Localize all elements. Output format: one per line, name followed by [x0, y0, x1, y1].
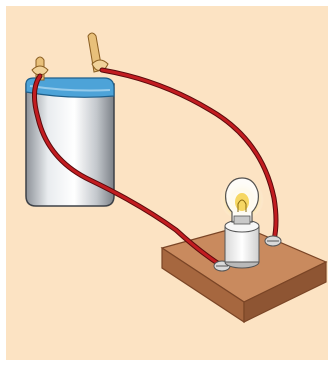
bulb-holder	[225, 220, 259, 268]
board-terminal-right	[265, 236, 281, 246]
